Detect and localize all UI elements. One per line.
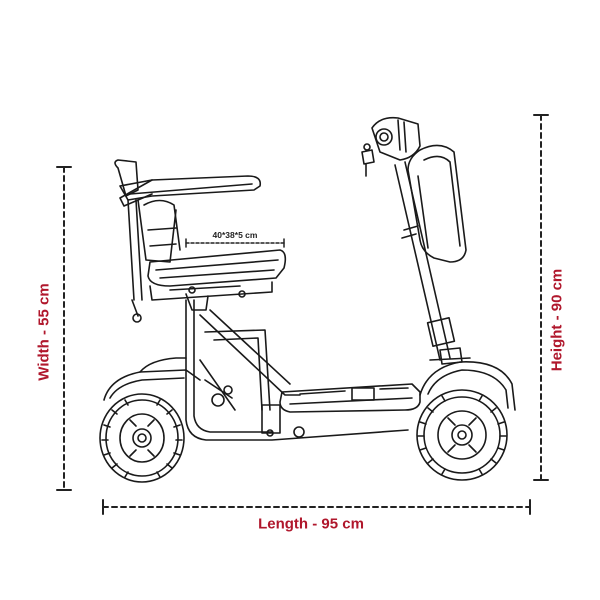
width-label: Width - 55 cm xyxy=(35,283,53,381)
front-wheel xyxy=(416,389,508,481)
front-body xyxy=(419,357,516,411)
seat xyxy=(114,159,287,323)
handlebar xyxy=(361,116,421,177)
width-dimension-line xyxy=(56,166,72,491)
length-dimension-line xyxy=(102,499,531,515)
footboard xyxy=(279,383,421,413)
front-bag xyxy=(407,144,467,263)
length-label: Length - 95 cm xyxy=(258,515,364,533)
height-dimension-line xyxy=(533,114,549,481)
height-label: Height - 90 cm xyxy=(548,268,566,372)
seat-dimension-label: 40*38*5 cm xyxy=(212,230,258,240)
armrest xyxy=(119,179,153,207)
frame xyxy=(185,299,409,441)
seat-dimension-line xyxy=(185,238,285,248)
rear-body xyxy=(103,357,201,401)
rear-wheel xyxy=(99,393,185,483)
steering-column xyxy=(394,161,463,365)
